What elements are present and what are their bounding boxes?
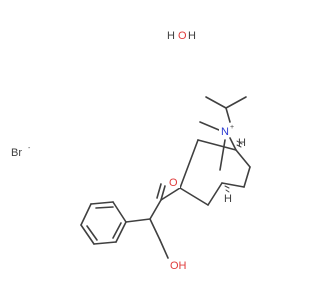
bond-c3-carbonyl xyxy=(160,187,181,201)
bond-ipr-ch3-right xyxy=(225,96,247,109)
bond-ipr-to-n xyxy=(225,107,231,123)
hydroxyl-label: OH xyxy=(170,260,187,272)
bond-n-methyl xyxy=(199,121,220,131)
water-h1-label: H xyxy=(167,30,175,42)
bond-c1-c2 xyxy=(197,139,237,151)
carbonyl-oxygen-label: O xyxy=(169,177,178,189)
phenyl-ring xyxy=(80,201,127,245)
bond-c6-c5 xyxy=(221,182,245,188)
bond-c7-c6 xyxy=(243,166,251,188)
n-label-mask xyxy=(219,123,235,137)
bond-ch2-oh xyxy=(159,239,169,259)
bond-n-c5 xyxy=(219,139,226,171)
water-h2-label: H xyxy=(188,30,196,42)
bicyclic-ring xyxy=(179,137,251,206)
bond-n-c1 xyxy=(229,137,237,151)
bromide-charge: - xyxy=(28,145,31,152)
water-molecule: H O H xyxy=(167,30,196,42)
bond-alpha-ch2 xyxy=(149,218,161,241)
nitrogen-charge: + xyxy=(230,124,234,131)
bond-c1-c7 xyxy=(235,149,251,168)
molecule-structure-diagram: N + H H O OH Br - H O H xyxy=(11,30,251,272)
nitrogen-label: N xyxy=(221,126,229,138)
bond-carbonyl-alpha xyxy=(149,199,162,220)
bond-carbonyl-o-1 xyxy=(160,185,166,201)
water-o-label: O xyxy=(178,30,187,42)
bond-c4-c5 xyxy=(207,182,223,206)
bond-c3-c4 xyxy=(179,187,209,206)
bond-ipr-ch3-left xyxy=(205,96,227,109)
bond-carbonyl-o-2 xyxy=(156,183,162,199)
stereo-h-label-bottom: H xyxy=(224,193,232,205)
ketone-chain xyxy=(125,183,181,259)
o-label-mask xyxy=(168,175,180,188)
bromide-label: Br xyxy=(11,147,22,159)
isopropyl-group xyxy=(205,96,247,123)
bond-alpha-phenyl xyxy=(125,218,151,223)
stereo-h-label-top: H xyxy=(238,137,246,149)
stereo-hashes xyxy=(224,140,243,193)
bond-c2-c3 xyxy=(179,139,199,189)
